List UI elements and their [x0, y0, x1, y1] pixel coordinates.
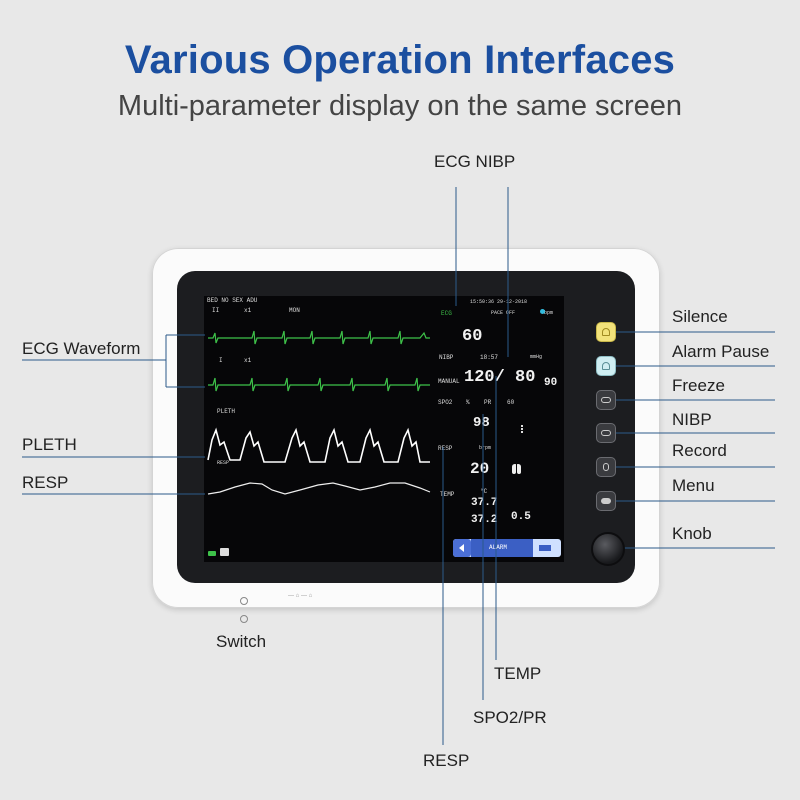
ecg-gain-1: x1	[244, 307, 252, 314]
freeze-button[interactable]	[596, 390, 616, 410]
spo2-value: 98	[473, 415, 490, 431]
power-switch[interactable]	[240, 592, 256, 623]
nibp-value: 120/ 80	[464, 368, 536, 387]
indicator-icon: — ⌂ — ⌂	[288, 593, 313, 599]
callout-freeze: Freeze	[672, 376, 725, 395]
hr-value: 60	[462, 327, 483, 346]
ecg-waveform-2	[208, 377, 430, 392]
callout-ecg-waveform: ECG Waveform	[22, 339, 141, 358]
status-indicators: — ⌂ — ⌂	[288, 593, 336, 599]
callout-silence: Silence	[672, 307, 728, 326]
menu-button[interactable]	[596, 491, 616, 511]
callout-pleth: PLETH	[22, 435, 77, 454]
ecg-lead-2: I	[219, 357, 223, 364]
callout-temp: TEMP	[494, 664, 542, 683]
resp-waveform	[207, 482, 431, 495]
ecg-label: ECG	[441, 310, 452, 317]
record-button[interactable]	[596, 457, 616, 477]
nibp-time: 18:57	[480, 354, 499, 361]
pr-label: PR	[484, 399, 492, 406]
power-icon	[240, 597, 248, 605]
heart-icon	[540, 309, 545, 314]
callout-resp: RESP	[22, 473, 69, 492]
nibp-mean: 90	[544, 377, 558, 389]
callout-resp-bottom: RESP	[423, 751, 470, 770]
callout-knob: Knob	[672, 524, 712, 543]
power-led-icon	[240, 615, 248, 623]
temp-unit: °C	[480, 488, 488, 495]
nibp-mode: MANUAL	[438, 378, 460, 385]
monitor-screen: BED NO SEX ADU 15:50:36 29-12-2018 ECG P…	[204, 296, 564, 562]
resp-wave-label: RESP	[217, 460, 230, 466]
spo2-bar-icon	[521, 425, 526, 433]
callout-spo2-pr: SPO2/PR	[473, 708, 547, 727]
spo2-percent: %	[466, 399, 470, 406]
callout-alarm-pause: Alarm Pause	[672, 342, 770, 361]
knob[interactable]	[591, 532, 625, 566]
ecg-lead-1: II	[212, 307, 220, 314]
hr-unit: bpm	[544, 310, 554, 316]
temp-label: TEMP	[440, 491, 455, 498]
pace-status: PACE OFF	[491, 310, 516, 316]
temp-delta: 0.5	[511, 511, 531, 523]
temp-t1: 37.7	[471, 497, 498, 509]
screen-datetime: 15:50:36 29-12-2018	[470, 299, 528, 305]
nibp-unit: mmHg	[530, 354, 543, 360]
battery-icon	[208, 551, 216, 556]
bell-icon	[602, 328, 610, 336]
alarm-indicator	[539, 545, 551, 551]
callout-menu: Menu	[672, 476, 715, 495]
callout-record: Record	[672, 441, 727, 460]
alarm-tab[interactable]: ALARM	[471, 539, 533, 557]
freeze-icon	[601, 397, 611, 403]
bell-pause-icon	[602, 362, 610, 370]
ecg-gain-2: x1	[244, 357, 252, 364]
resp-label: RESP	[438, 445, 453, 452]
silence-button[interactable]	[596, 322, 616, 342]
temp-t2: 37.2	[471, 514, 498, 526]
printer-icon	[220, 548, 229, 556]
nibp-label: NIBP	[439, 354, 454, 361]
menu-icon	[601, 498, 611, 504]
page-title: Various Operation Interfaces	[124, 38, 676, 82]
pleth-waveform	[207, 427, 430, 463]
callout-lines	[22, 187, 775, 745]
callout-nibp: NIBP	[672, 410, 712, 429]
callout-ecg-nibp: ECG NIBP	[434, 152, 516, 171]
cuff-icon	[601, 430, 611, 436]
nibp-button[interactable]	[596, 423, 616, 443]
alarm-pause-button[interactable]	[596, 356, 616, 376]
screen-header-info: BED NO SEX ADU	[207, 297, 258, 304]
callout-switch: Switch	[216, 632, 267, 651]
resp-unit: brpm	[479, 445, 492, 451]
pr-small: 60	[507, 399, 515, 406]
lungs-icon	[512, 461, 522, 474]
ecg-waveform-1	[208, 330, 430, 345]
ecg-mode: MON	[289, 307, 300, 314]
spo2-label: SPO2	[438, 399, 453, 406]
resp-value: 20	[470, 460, 490, 478]
back-arrow-icon[interactable]	[453, 539, 471, 557]
record-icon	[603, 463, 609, 471]
alarm-bar[interactable]: ALARM	[453, 539, 561, 557]
alarm-text: ALARM	[489, 544, 508, 551]
page-subtitle: Multi-parameter display on the same scre…	[117, 90, 683, 122]
pleth-label: PLETH	[217, 408, 236, 415]
